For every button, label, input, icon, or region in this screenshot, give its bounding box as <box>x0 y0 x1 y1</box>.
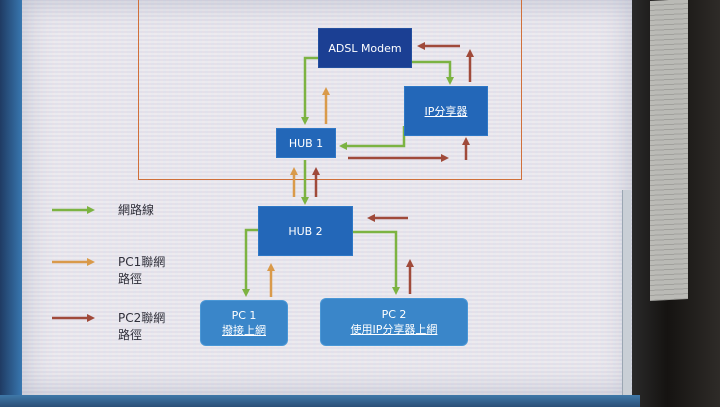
pc1-desc: 撥接上網 <box>222 324 266 337</box>
pc1-box: PC 1 撥接上網 <box>200 300 288 346</box>
ip-router-box: IP分享器 <box>404 86 488 136</box>
adsl-modem-label: ADSL Modem <box>328 41 402 55</box>
hub2-label: HUB 2 <box>288 224 323 238</box>
pc2-box: PC 2 使用IP分享器上網 <box>320 298 468 346</box>
side-scrollbar <box>622 190 631 395</box>
pc2-title: PC 2 <box>381 308 407 321</box>
line-modem-hub1 <box>301 56 318 125</box>
line-router-hub1 <box>339 126 406 150</box>
legend-pc1-path-line2: 路徑 <box>118 272 143 286</box>
pc1-title: PC 1 <box>231 309 257 322</box>
adsl-modem-box: ADSL Modem <box>318 28 412 68</box>
pc2-desc: 使用IP分享器上網 <box>350 323 438 336</box>
legend-pc1-path: PC1聯網 路徑 <box>118 254 165 288</box>
network-frame <box>138 0 522 180</box>
ip-router-label: IP分享器 <box>424 104 468 118</box>
line-hub2-pc1 <box>242 228 260 297</box>
legend-pc2-path: PC2聯網 路徑 <box>118 310 165 344</box>
legend-pc2-path-line1: PC2聯網 <box>118 311 166 325</box>
line-hub2-pc2 <box>353 230 400 295</box>
hub1-box: HUB 1 <box>276 128 336 158</box>
hub1-label: HUB 1 <box>288 136 324 150</box>
legend-network-line: 網路線 <box>118 202 154 219</box>
monitor-bezel-left <box>0 0 22 407</box>
legend-network-line-text: 網路線 <box>118 203 155 217</box>
hub2-box: HUB 2 <box>258 206 353 256</box>
legend-pc2-path-line2: 路徑 <box>118 328 143 342</box>
line-modem-router <box>412 60 454 85</box>
legend-pc1-path-line1: PC1聯網 <box>118 255 166 269</box>
monitor-bezel-bottom <box>0 395 640 407</box>
